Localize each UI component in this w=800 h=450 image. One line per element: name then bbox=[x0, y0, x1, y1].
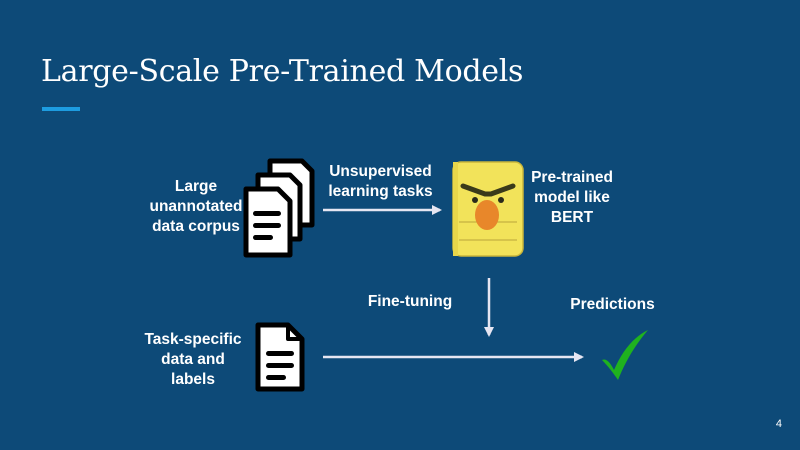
corpus-label: Large unannotated data corpus bbox=[126, 177, 266, 237]
unsupervised-label: Unsupervised learning tasks bbox=[313, 162, 448, 202]
finetuning-label: Fine-tuning bbox=[367, 293, 453, 310]
bert-face-icon bbox=[452, 161, 524, 257]
checkmark-icon bbox=[602, 330, 648, 380]
pretrained-label-line-1: Pre-trained bbox=[531, 169, 613, 186]
unsupervised-label-line-1: Unsupervised bbox=[329, 163, 432, 180]
slide-title: Large-Scale Pre-Trained Models bbox=[41, 54, 524, 89]
task-data-label-line-1: Task-specific bbox=[144, 331, 242, 348]
document-stack-icon bbox=[243, 158, 315, 258]
corpus-label-line-2: unannotated bbox=[149, 198, 243, 215]
task-data-label-line-3: labels bbox=[171, 371, 215, 388]
pretrained-label-line-2: model like bbox=[534, 189, 610, 206]
page-number: 4 bbox=[775, 418, 782, 430]
pretrained-label: Pre-trained model like BERT bbox=[522, 168, 622, 228]
corpus-label-line-3: data corpus bbox=[152, 218, 240, 235]
title-underline bbox=[42, 107, 80, 111]
corpus-label-line-1: Large bbox=[174, 178, 218, 195]
pretrained-label-line-3: BERT bbox=[550, 209, 594, 226]
document-icon bbox=[255, 322, 305, 392]
task-data-label-line-2: data and bbox=[161, 351, 225, 368]
task-data-label: Task-specific data and labels bbox=[128, 330, 258, 390]
unsupervised-label-line-2: learning tasks bbox=[328, 183, 433, 200]
predictions-label: Predictions bbox=[570, 296, 655, 313]
